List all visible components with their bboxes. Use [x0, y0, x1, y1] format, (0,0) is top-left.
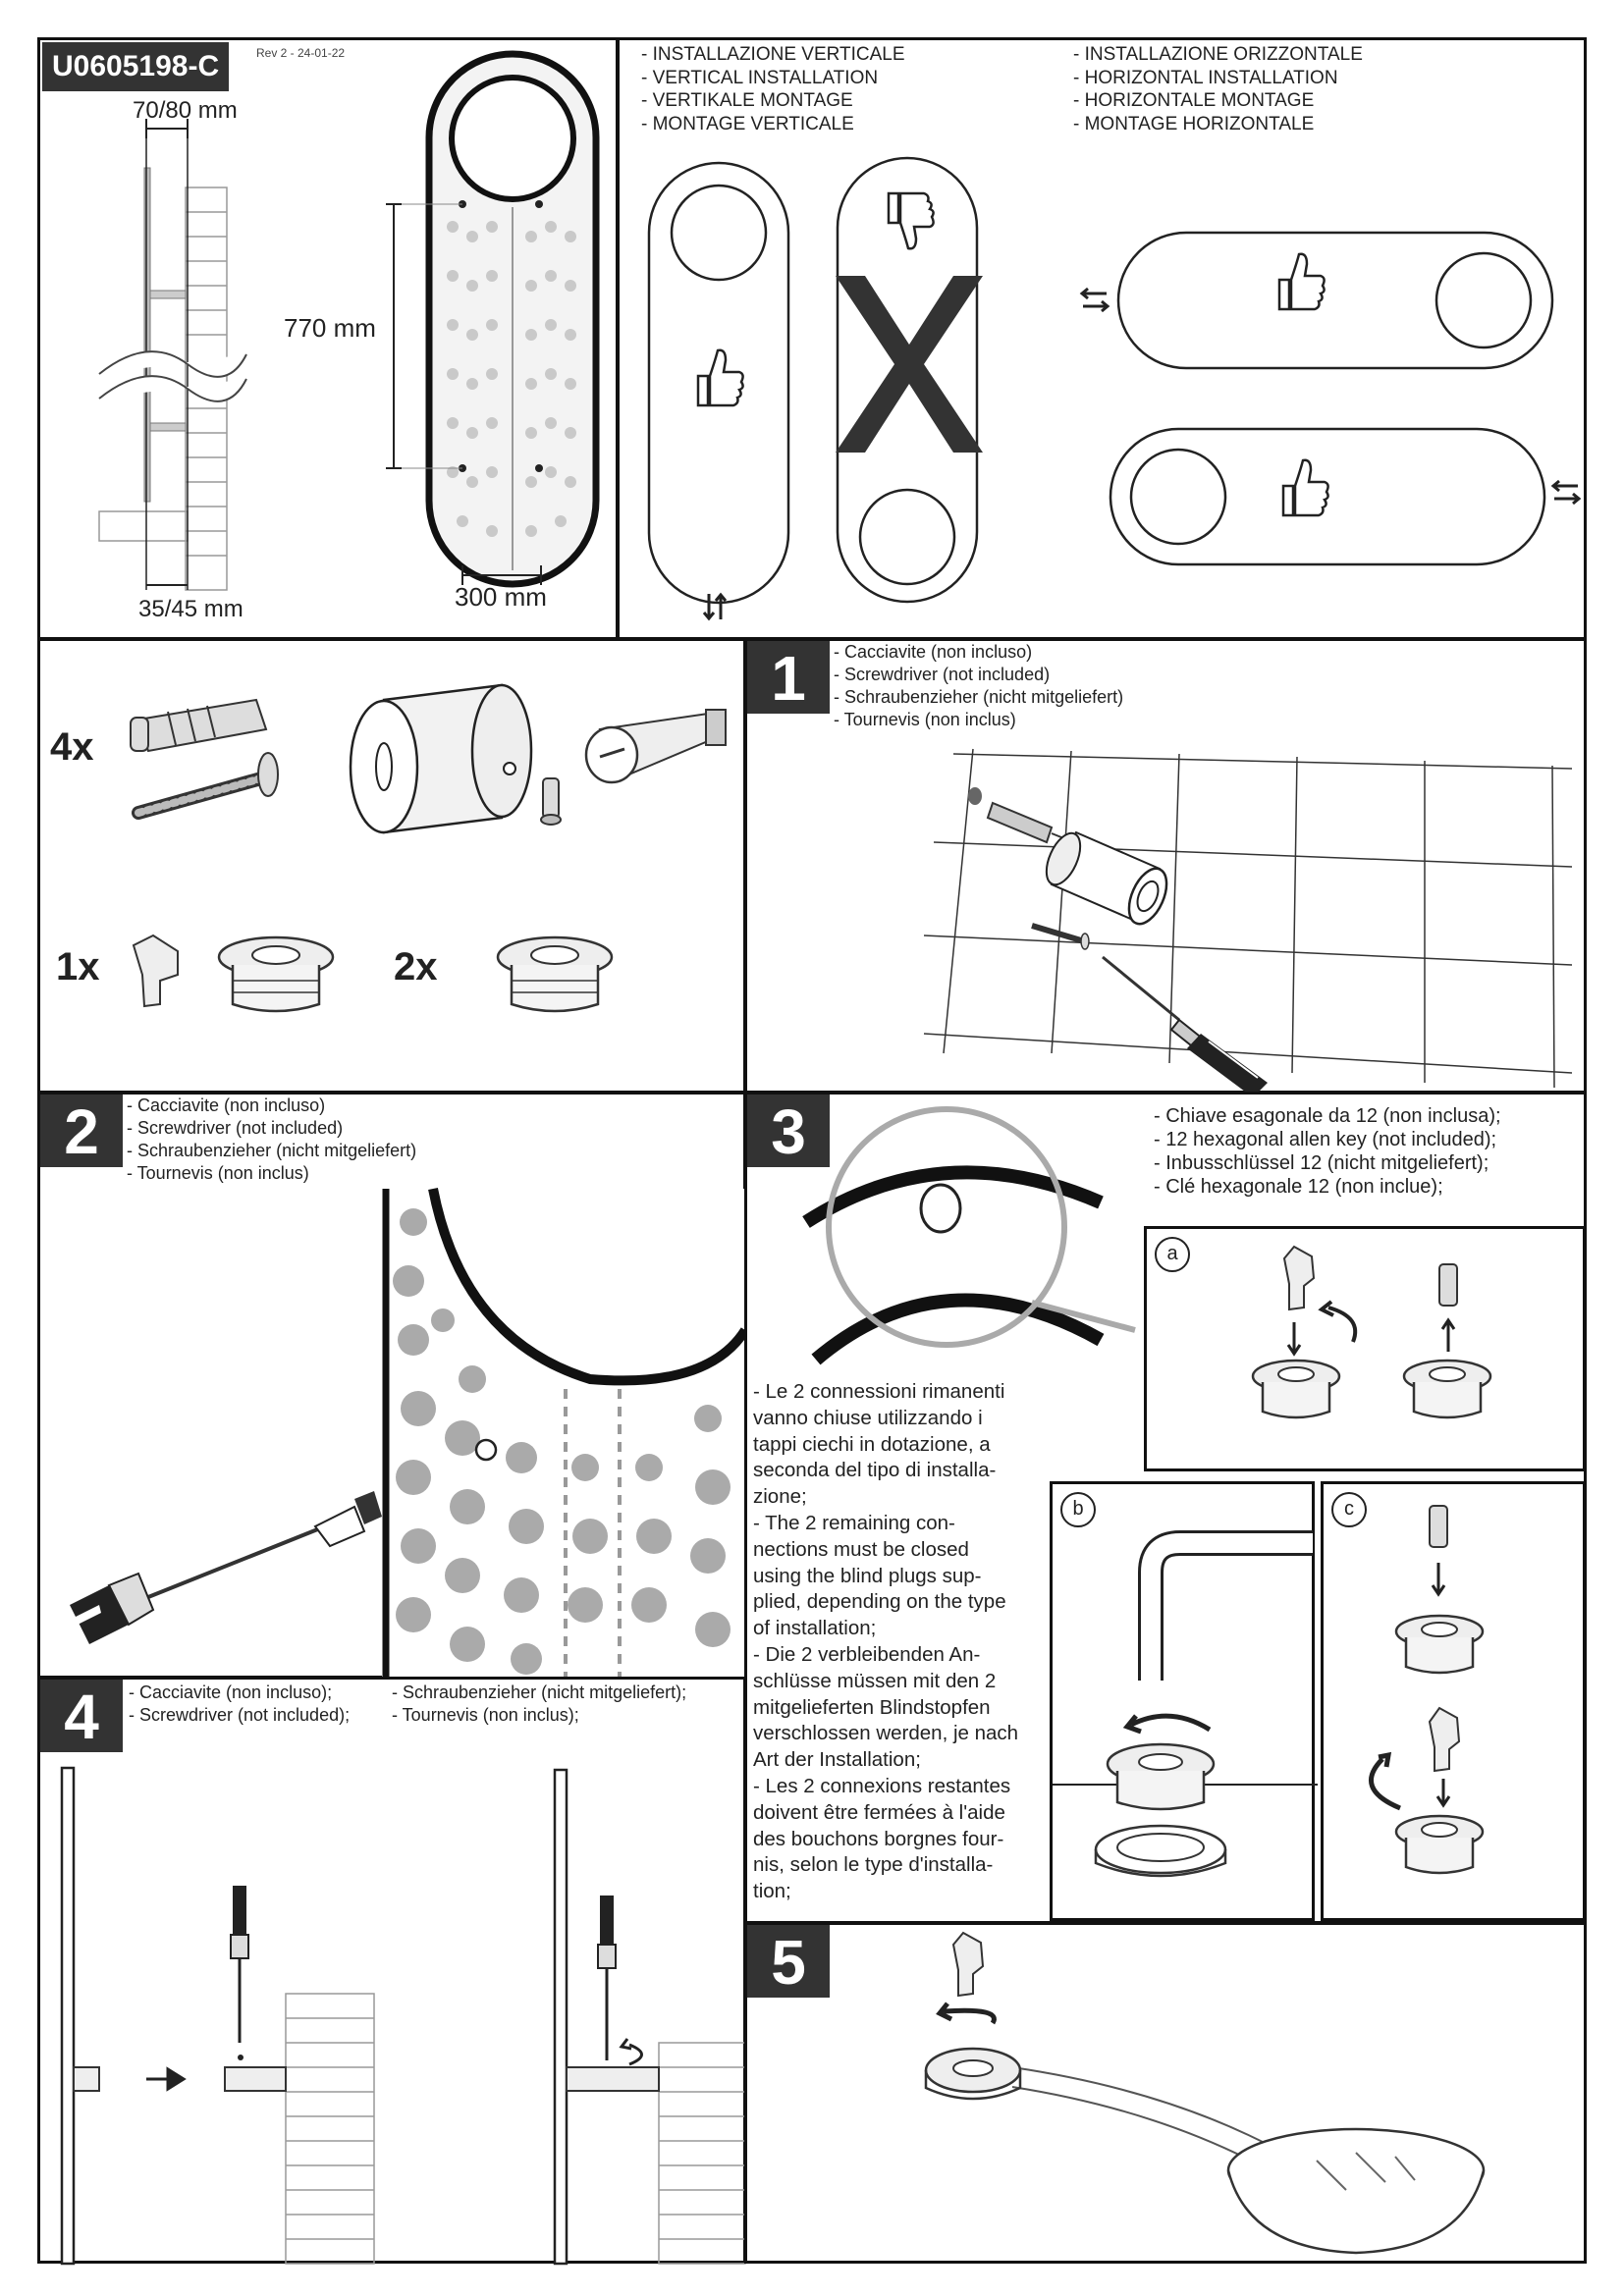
qty-2x-label: 2x: [394, 945, 438, 988]
box-b-drawing: [1053, 1530, 1318, 1878]
step-1-tools-text: - Cacciavite (non incluso)- Screwdriver …: [834, 642, 1124, 729]
step-1-drawing: [923, 748, 1573, 1097]
step-5-drawing: [924, 1931, 1486, 2255]
box-c-label: c: [1331, 1492, 1367, 1527]
box-a-label: a: [1155, 1237, 1190, 1272]
step-4-number: 4: [40, 1680, 123, 1752]
step-1-panel: 1 - Cacciavite (non incluso)- Screwdrive…: [744, 638, 1587, 1097]
step-4-drawing: [60, 1766, 746, 2266]
parts-panel: 4x 1x 2x: [37, 638, 746, 1094]
step-3-box-b: b: [1050, 1481, 1318, 1921]
product-code: U0605198-C: [42, 42, 230, 91]
step-4-tools-col2: - Schraubenzieher (nicht mitgeliefert);-…: [392, 1682, 687, 1725]
orientation-panel: - INSTALLAZIONE VERTICALE- VERTICAL INST…: [617, 37, 1587, 640]
step-1-number: 1: [747, 641, 830, 714]
side-view-drawing: [98, 50, 600, 591]
parts-drawing: [130, 683, 727, 1013]
step-2-tools-text: - Cacciavite (non incluso)- Screwdriver …: [127, 1095, 417, 1183]
up-down-arrows-icon: [702, 592, 728, 621]
step-4-tools-col1: - Cacciavite (non incluso);- Screwdriver…: [129, 1682, 351, 1725]
step-3-panel: 3 - Chiave esagonale da 12 (non inclusa)…: [744, 1092, 1587, 1924]
step-3-box-a: a: [1144, 1226, 1586, 1471]
thumbs-up-icon: [696, 348, 744, 407]
step-2-panel: 2 - Cacciavite (non incluso)- Screwdrive…: [37, 1092, 750, 1680]
box-a-drawing: [1251, 1245, 1492, 1419]
orientation-drawings: [647, 156, 1554, 605]
qty-4x-label: 4x: [50, 725, 94, 769]
step-5-panel: 5: [744, 1922, 1587, 2264]
thumbs-up-icon: [1277, 252, 1326, 311]
box-c-drawing: [1369, 1505, 1485, 1875]
depth-top-label: 70/80 mm: [133, 97, 238, 124]
step-3-box-c: c: [1321, 1481, 1586, 1921]
step-5-number: 5: [747, 1925, 830, 1998]
step-3-tools-text: - Chiave esagonale da 12 (non inclusa);-…: [1154, 1105, 1501, 1198]
left-right-arrows-icon: [1550, 479, 1582, 506]
depth-bottom-label: 35/45 mm: [138, 596, 244, 622]
step-3-number: 3: [747, 1095, 830, 1167]
step-2-drawing: [60, 1188, 750, 1680]
width-label: 300 mm: [455, 582, 547, 612]
horizontal-installation-text: - INSTALLAZIONE ORIZZONTALE- HORIZONTAL …: [1073, 44, 1363, 134]
qty-1x-label: 1x: [56, 945, 100, 988]
thumbs-down-icon: [887, 191, 935, 250]
box-b-label: b: [1060, 1492, 1096, 1527]
revision-label: Rev 2 - 24-01-22: [256, 46, 346, 60]
height-label: 770 mm: [284, 313, 376, 343]
cross-icon: [836, 276, 983, 453]
step-2-number: 2: [40, 1095, 123, 1167]
step-3-zoom-drawing: [802, 1106, 1136, 1365]
thumbs-up-icon: [1281, 458, 1329, 517]
left-right-arrows-icon: [1079, 287, 1110, 313]
step-4-panel: 4 - Cacciavite (non incluso);- Screwdriv…: [37, 1677, 746, 2266]
dimensions-panel: U0605198-C Rev 2 - 24-01-22 70/80 mm 770…: [37, 37, 619, 640]
vertical-installation-text: - INSTALLAZIONE VERTICALE- VERTICAL INST…: [641, 44, 905, 134]
